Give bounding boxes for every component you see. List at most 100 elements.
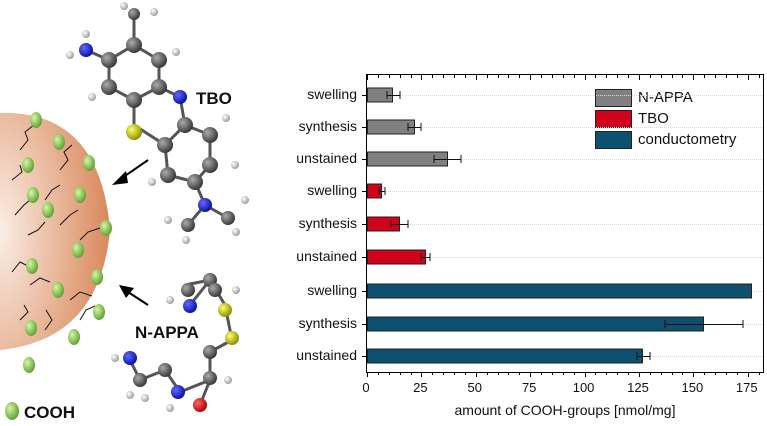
x-tick [715, 75, 717, 78]
legend-swatch [595, 88, 632, 107]
x-tick [410, 372, 412, 375]
category-label: unstained [296, 347, 357, 363]
x-tick [454, 372, 456, 375]
grid-line [367, 127, 763, 128]
x-tick [497, 372, 499, 375]
x-tick [377, 372, 379, 375]
grid-line [367, 95, 763, 96]
x-tick [454, 75, 456, 78]
error-bar [408, 127, 422, 128]
x-tick [377, 75, 379, 78]
x-tick [606, 75, 608, 78]
x-tick [486, 372, 488, 375]
bar-conductometry-swelling [367, 283, 753, 299]
grid-line [367, 257, 763, 258]
grid-line [367, 191, 763, 192]
error-cap [407, 220, 409, 228]
x-tick [682, 75, 684, 78]
x-tick [541, 75, 543, 78]
x-tick [443, 372, 445, 375]
y-tick [362, 191, 367, 192]
x-tick [638, 372, 640, 377]
x-tick [617, 372, 619, 375]
x-tick [736, 372, 738, 375]
x-tick [562, 75, 564, 78]
x-tick [367, 372, 368, 377]
x-tick [464, 372, 466, 375]
error-bar [434, 159, 461, 160]
legend-label: N-APPA [638, 89, 693, 106]
y-tick [362, 356, 367, 357]
x-tick [606, 372, 608, 375]
tbo-molecule [85, 17, 229, 226]
legend-item: N-APPA [595, 87, 736, 108]
x-tick [432, 372, 434, 375]
x-tick [715, 372, 717, 375]
x-tick [726, 372, 727, 375]
x-tick [475, 75, 477, 80]
arrow-icon [119, 285, 134, 298]
x-tick [649, 372, 651, 375]
x-tick [530, 372, 532, 377]
x-tick [628, 372, 630, 375]
error-bar [378, 191, 386, 192]
error-cap [407, 123, 409, 131]
error-cap [399, 91, 401, 99]
error-cap [420, 253, 422, 261]
error-bar [390, 224, 409, 225]
category-label: synthesis [298, 215, 357, 231]
cooh-legend-icon [5, 402, 19, 420]
error-cap [429, 253, 431, 261]
x-tick [530, 75, 532, 80]
error-bar [636, 356, 650, 357]
x-tick [704, 75, 706, 78]
cooh-groups [22, 112, 112, 373]
x-tick [747, 372, 749, 377]
arrow-icon [112, 171, 128, 185]
tbo-label: TBO [196, 89, 232, 108]
error-cap [649, 352, 651, 360]
cooh-legend-label: COOH [24, 403, 75, 422]
x-tick [410, 75, 412, 78]
x-tick [388, 75, 390, 78]
bar-conductometry-unstained [367, 348, 644, 364]
grid-line [367, 159, 763, 160]
x-tick [464, 75, 466, 78]
y-tick [362, 127, 367, 128]
category-label: synthesis [298, 118, 357, 134]
n-appa-label: N-APPA [135, 323, 199, 342]
x-tick [693, 75, 695, 80]
x-tick [421, 75, 423, 80]
error-cap [386, 91, 388, 99]
x-tick [628, 75, 630, 78]
y-tick [362, 324, 367, 325]
grid-line [367, 224, 763, 225]
x-tick [551, 372, 553, 375]
y-tick [362, 159, 367, 160]
x-tick [671, 372, 673, 375]
error-cap [664, 320, 666, 328]
x-tick [660, 372, 662, 375]
x-tick [443, 75, 445, 78]
x-tick [399, 75, 401, 78]
x-tick [519, 372, 521, 375]
error-cap [636, 352, 638, 360]
x-tick [649, 75, 651, 78]
x-tick-label: 175 [735, 380, 758, 395]
x-tick-label: 50 [467, 380, 483, 395]
category-label: swelling [307, 282, 357, 298]
x-tick [497, 75, 499, 78]
legend-swatch [595, 130, 632, 149]
error-cap [390, 220, 392, 228]
x-tick-label: 150 [681, 380, 704, 395]
x-tick-label: 25 [413, 380, 428, 395]
x-tick [660, 75, 662, 78]
error-cap [433, 155, 435, 163]
x-tick [736, 75, 738, 78]
x-tick [726, 75, 727, 78]
x-tick [584, 372, 586, 377]
x-tick [573, 75, 575, 78]
y-tick [362, 257, 367, 258]
category-label: unstained [296, 248, 357, 264]
